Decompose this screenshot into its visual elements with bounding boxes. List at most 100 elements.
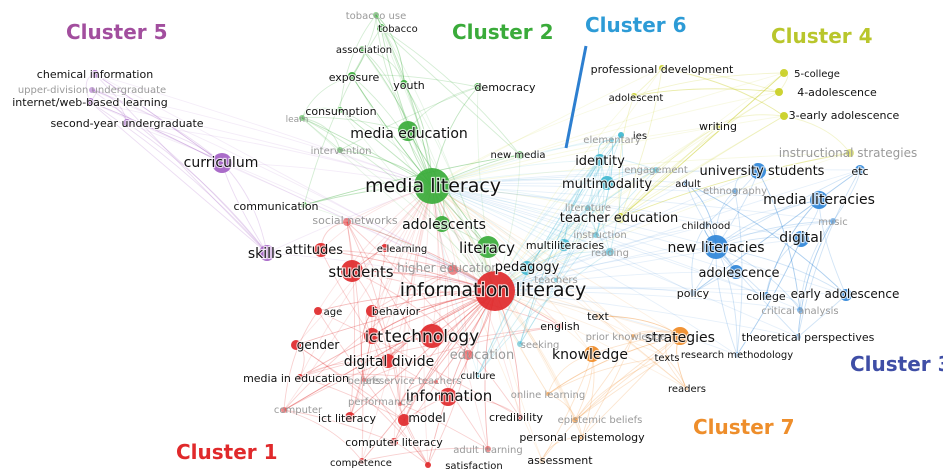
network-edge: [94, 73, 433, 187]
network-node: [91, 70, 99, 78]
network-edge: [563, 159, 601, 246]
network-edge: [765, 199, 820, 297]
network-edge: [618, 95, 635, 219]
network-edge: [563, 159, 601, 246]
network-edge: [303, 27, 382, 206]
network-node: [795, 334, 801, 340]
keyword-label: intervention: [311, 146, 372, 157]
keyword-label: identity: [575, 154, 625, 169]
keyword-label: ethnography: [703, 186, 767, 197]
network-node: [281, 407, 287, 413]
network-edge: [661, 67, 780, 93]
keyword-label: chemical information: [37, 68, 153, 81]
network-node: [579, 434, 585, 440]
network-edge: [431, 185, 737, 273]
network-edge: [94, 73, 496, 292]
network-node: [615, 213, 625, 223]
keyword-label: ies: [633, 131, 647, 142]
network-edge: [494, 238, 802, 292]
network-node: [516, 151, 524, 159]
keyword-label: media education: [350, 126, 468, 142]
keyword-label: adult: [675, 179, 701, 190]
network-edge: [431, 185, 694, 294]
network-edge: [380, 27, 521, 156]
network-edge: [361, 447, 489, 462]
network-node: [595, 313, 601, 319]
keyword-label: english: [540, 320, 580, 333]
network-edge: [89, 101, 496, 292]
keyword-label: competence: [330, 458, 392, 469]
network-edge: [547, 335, 681, 395]
network-edge: [303, 204, 496, 292]
network-edge: [619, 67, 663, 219]
keyword-label: behavior: [372, 305, 421, 318]
network-edge: [619, 91, 780, 219]
network-edge: [375, 14, 433, 187]
network-edge: [427, 290, 496, 466]
keyword-label: communication: [233, 200, 318, 213]
network-nodes: [86, 12, 865, 468]
network-edge: [494, 169, 657, 292]
keyword-label: computer literacy: [345, 436, 443, 449]
keyword-label: satisfaction: [445, 461, 503, 472]
network-edge: [320, 249, 496, 292]
network-node: [434, 216, 450, 232]
network-edge: [736, 238, 802, 356]
keyword-label: culture: [461, 371, 496, 382]
network-edge: [320, 249, 496, 292]
keyword-label: age: [324, 307, 343, 318]
network-edge: [494, 72, 785, 292]
network-edge: [633, 88, 780, 97]
network-edge: [351, 74, 479, 88]
keyword-label: internet/web-based learning: [12, 96, 168, 109]
network-edge: [494, 182, 608, 292]
keyword-label: youth: [393, 79, 425, 92]
keyword-label: exposure: [329, 71, 380, 84]
network-edge: [431, 115, 785, 187]
network-node: [517, 341, 523, 347]
network-edge: [431, 185, 611, 253]
network-edge: [494, 271, 737, 292]
network-edge: [317, 290, 496, 312]
network-node: [439, 388, 457, 406]
network-edge: [301, 117, 443, 225]
network-edge: [431, 185, 489, 450]
keyword-label: theoretical perspectives: [742, 331, 875, 344]
network-edge: [295, 344, 429, 466]
keyword-label: ict: [365, 328, 383, 346]
network-edge: [431, 185, 469, 356]
network-edge: [349, 185, 433, 418]
network-edge: [320, 249, 454, 271]
network-node: [659, 65, 665, 71]
keyword-label: strategies: [645, 330, 715, 346]
network-edge: [126, 122, 496, 292]
network-node: [732, 188, 738, 194]
network-node: [665, 355, 669, 359]
network-edge: [431, 169, 861, 187]
keyword-label: model: [408, 411, 445, 425]
network-node: [600, 176, 614, 190]
network-node: [703, 222, 709, 228]
network-node: [618, 132, 624, 138]
network-edge: [339, 86, 479, 151]
network-edge: [541, 335, 681, 461]
network-edge: [94, 73, 223, 164]
network-edge: [295, 185, 433, 346]
keyword-label: beliefs: [348, 376, 381, 387]
network-edge: [361, 185, 433, 462]
network-edge: [519, 159, 601, 345]
network-edge: [91, 89, 496, 292]
network-edge: [431, 185, 593, 355]
network-edge: [299, 373, 437, 383]
network-edge: [361, 290, 496, 462]
network-edge: [494, 290, 687, 389]
network-edge: [494, 152, 851, 292]
keyword-label: digital divide: [344, 354, 434, 370]
network-edge: [375, 14, 433, 187]
network-node: [810, 191, 828, 209]
keyword-label: 4-adolescence: [797, 86, 877, 99]
network-edge: [494, 287, 767, 297]
network-edge: [431, 134, 622, 187]
network-node: [840, 289, 852, 301]
network-edge: [619, 125, 719, 219]
